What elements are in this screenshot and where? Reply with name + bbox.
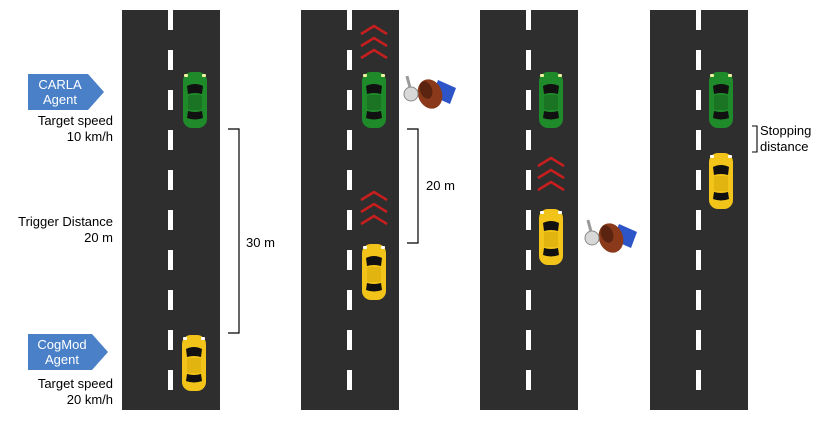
red-chevron-icon <box>537 156 565 192</box>
yellow-car-icon <box>362 244 386 300</box>
carla-agent-tag-text: CARLA Agent <box>38 77 82 107</box>
trigger-distance-label: Trigger Distance 20 m <box>18 214 113 245</box>
carla-agent-tag: CARLA Agent <box>28 74 104 110</box>
bracket-icon <box>752 125 758 153</box>
bracket-icon <box>228 128 240 334</box>
distance-gap-1-label: 30 m <box>246 235 275 250</box>
lane-divider <box>693 10 705 410</box>
green-car-icon <box>709 72 733 128</box>
bracket-icon <box>407 128 419 244</box>
tag-arrow-shape <box>28 74 104 110</box>
yellow-car-icon <box>539 209 563 265</box>
pedestrian-icon <box>403 75 456 109</box>
cogmod-agent-tag: CogMod Agent <box>28 334 108 370</box>
pedestrian-icon <box>584 219 637 253</box>
cogmod-agent-tag-text: CogMod Agent <box>37 337 87 367</box>
red-chevron-icon <box>360 24 388 60</box>
tag-arrow-shape <box>28 334 108 370</box>
green-car-icon <box>183 72 207 128</box>
lane-divider <box>165 10 177 410</box>
yellow-car-icon <box>709 153 733 209</box>
cogmod-target-speed-label: Target speed 20 km/h <box>37 376 113 407</box>
yellow-car-icon <box>182 335 206 391</box>
lane-divider <box>344 10 356 410</box>
green-car-icon <box>539 72 563 128</box>
stopping-distance-label: Stopping distance <box>760 123 812 154</box>
distance-gap-2-label: 20 m <box>426 178 455 193</box>
green-car-icon <box>362 72 386 128</box>
road-panel-4 <box>650 10 748 410</box>
lane-divider <box>523 10 535 410</box>
red-chevron-icon <box>360 190 388 226</box>
carla-target-speed-label: Target speed 10 km/h <box>37 113 113 144</box>
